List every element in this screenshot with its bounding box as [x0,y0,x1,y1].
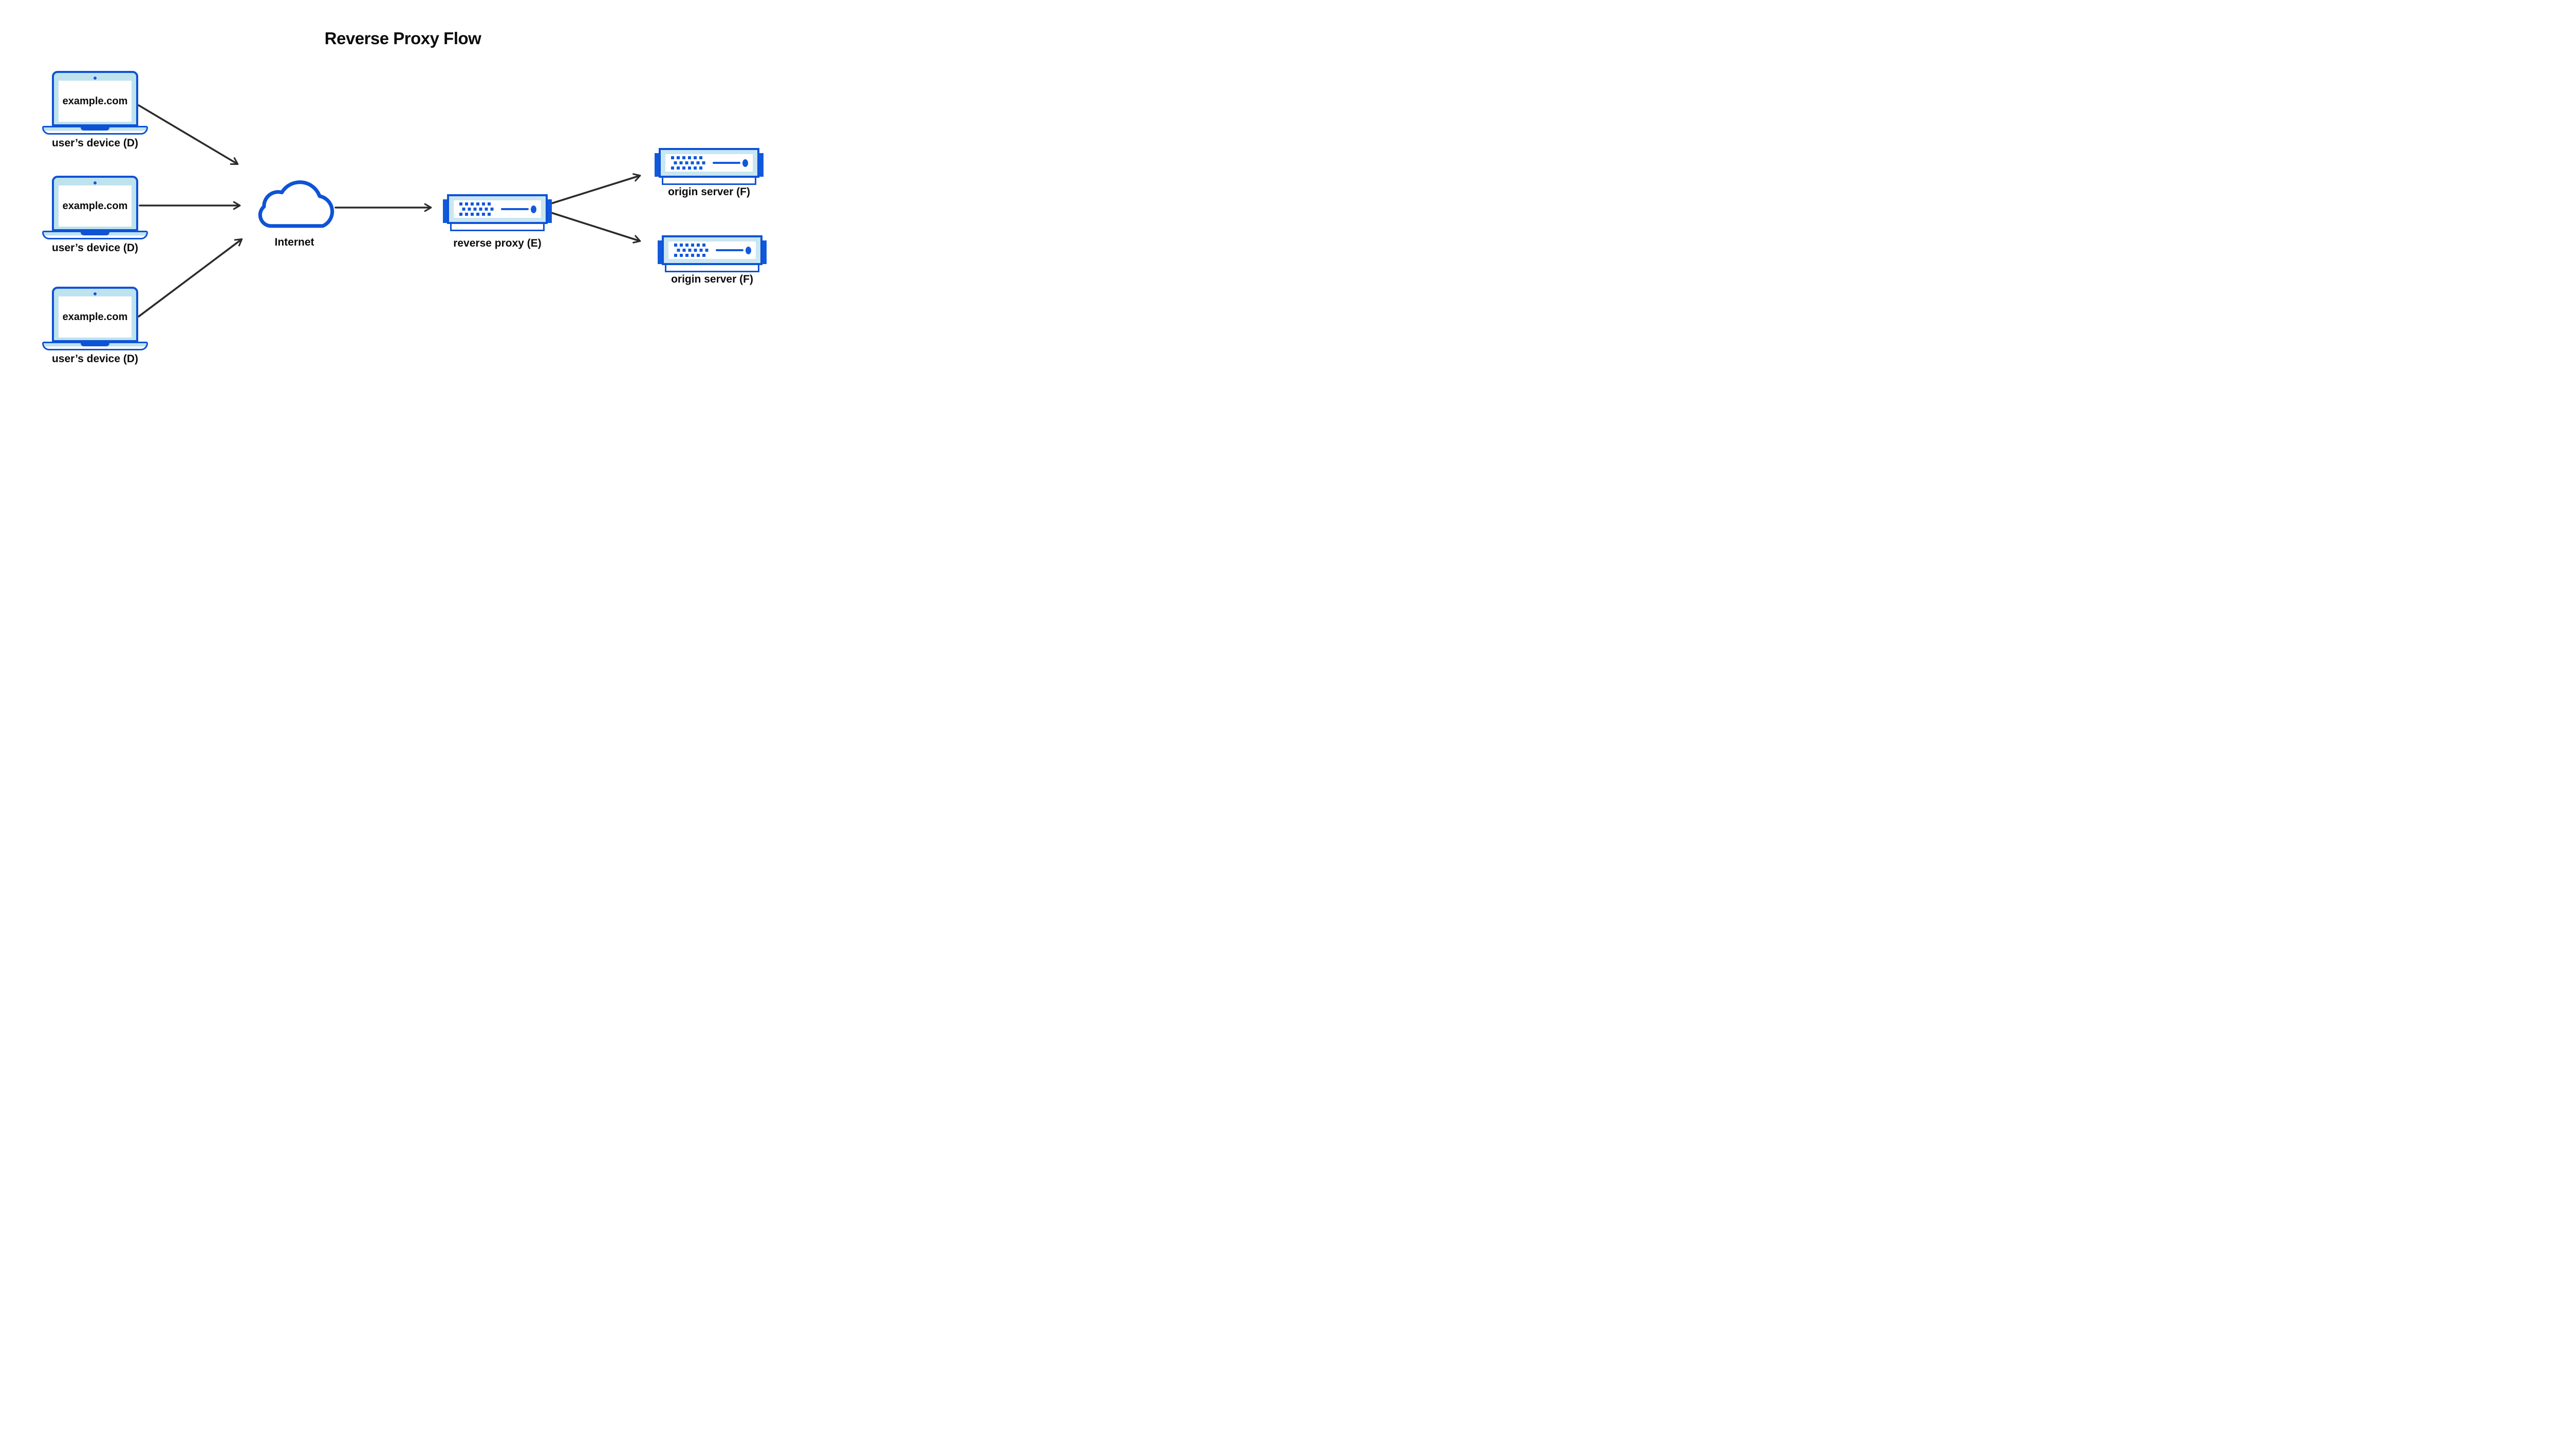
laptop-notch [81,342,109,346]
flow-arrows [138,104,641,318]
cloud-icon [258,180,334,228]
server-panel [454,200,541,218]
server-vent-dots-icon [459,202,494,216]
device-screen: example.com [59,81,132,122]
server-slot-line [501,208,529,210]
arrow-proxy-origin1 [550,173,641,204]
server-slot-line [713,162,740,164]
user-device-3-label: user’s device (D) [51,353,139,365]
user-device-1: example.com [42,71,148,135]
device-screen-text: example.com [62,200,128,212]
camera-dot-icon [94,292,97,295]
laptop-icon: example.com [52,287,138,342]
server-body [659,148,759,178]
server-led-icon [746,246,751,254]
device-screen: example.com [59,185,132,227]
internet-label: Internet [274,236,314,248]
diagram-canvas: Reverse Proxy Flow example.com user’s de… [0,0,806,403]
origin-server-2-icon [658,235,767,273]
origin-server-1-icon [655,148,764,186]
laptop-notch [81,126,109,130]
server-led-icon [742,159,748,167]
origin-server-1-label: origin server (F) [668,186,750,198]
reverse-proxy-icon [443,194,552,232]
device-screen-text: example.com [62,95,128,107]
server-led-icon [531,205,536,213]
diagram-title: Reverse Proxy Flow [324,29,481,48]
user-device-2-label: user’s device (D) [51,242,139,254]
server-body [447,194,548,224]
laptop-notch [81,231,109,235]
reverse-proxy-label: reverse proxy (E) [453,237,542,249]
arrow-proxy-origin2 [550,212,641,244]
server-panel [668,241,756,259]
user-device-2: example.com [42,176,148,239]
laptop-icon: example.com [52,176,138,231]
camera-dot-icon [94,181,97,184]
arrow-device3-internet [138,238,243,318]
user-device-3: example.com [42,287,148,350]
arrow-device1-internet [138,104,239,165]
server-body [662,235,762,265]
camera-dot-icon [94,77,97,80]
origin-server-2-label: origin server (F) [671,273,753,285]
server-vent-dots-icon [674,244,709,257]
device-screen-text: example.com [62,311,128,323]
user-device-1-label: user’s device (D) [51,137,139,149]
server-panel [665,154,753,172]
server-vent-dots-icon [671,156,705,170]
device-screen: example.com [59,296,132,338]
server-slot-line [716,249,743,251]
laptop-icon: example.com [52,71,138,126]
